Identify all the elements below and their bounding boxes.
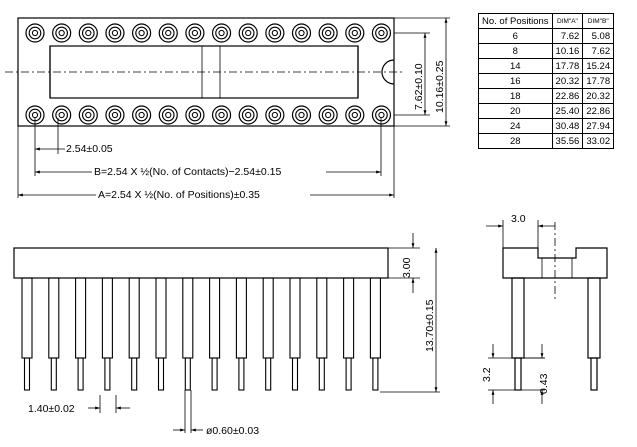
front-pin	[289, 277, 301, 391]
pin-contact	[345, 105, 365, 125]
front-pin	[343, 277, 355, 391]
side-pin-label: 3.2	[481, 367, 493, 382]
front-pin	[209, 277, 221, 391]
dim-b-cell: 17.78	[582, 73, 615, 89]
side-top-label: 3.0	[511, 213, 526, 225]
pin-contact	[158, 105, 178, 125]
pin-contact	[185, 105, 205, 125]
dim-a-cell: 20.32	[551, 73, 584, 89]
dim-a-cell: 30.48	[551, 118, 584, 134]
positions-cell: 28	[478, 133, 553, 149]
pin-contact	[132, 105, 152, 125]
positions-cell: 6	[478, 28, 553, 44]
front-pins	[21, 277, 381, 391]
side-tip-label: 0.43	[538, 373, 550, 394]
front-pin	[48, 277, 60, 391]
dim-a-cell: 25.40	[551, 103, 584, 119]
front-pin	[262, 277, 274, 391]
pin-contact	[105, 23, 125, 43]
front-pin	[235, 277, 247, 391]
dim-b-cell: 33.02	[582, 133, 615, 149]
body-height-label: 3.00	[401, 257, 413, 278]
pin-contact	[158, 23, 178, 43]
header-dim-a: DIM"A"	[551, 13, 584, 29]
positions-cell: 14	[478, 58, 553, 74]
dim-b-cell: 7.62	[582, 43, 615, 59]
dim-a-cell: 7.62	[551, 28, 584, 44]
front-pin	[182, 277, 194, 391]
pin-contact	[318, 23, 338, 43]
front-pin	[128, 277, 140, 391]
dim-b-label: B=2.54 X ½(No. of Contacts)−2.54±0.15	[94, 166, 281, 178]
pin-contact	[291, 23, 312, 43]
positions-cell: 24	[478, 118, 553, 134]
front-view: 3.00 13.70±0.15 1.40±0.02 ø0.60±0.03	[13, 233, 440, 437]
header-positions: No. of Positions	[478, 13, 553, 29]
front-pin	[155, 277, 167, 391]
front-pin	[316, 277, 328, 391]
front-pin	[369, 277, 381, 391]
pin-contact	[185, 23, 205, 43]
pin-contact	[78, 105, 98, 125]
pin-contact	[52, 23, 72, 43]
positions-cell: 16	[478, 73, 553, 89]
dim-a-cell: 22.86	[551, 88, 584, 104]
pin-contact	[345, 23, 365, 43]
pin-contact	[371, 105, 392, 125]
header-dim-b: DIM"B"	[582, 13, 615, 29]
pin-contact	[132, 23, 152, 43]
pin-contact	[318, 105, 338, 125]
pin-width-label: 1.40±0.02	[28, 403, 75, 415]
positions-cell: 20	[478, 103, 553, 119]
pitch-label: 2.54±0.05	[66, 143, 113, 155]
dim-b-cell: 20.32	[582, 88, 615, 104]
front-pin	[21, 277, 33, 391]
bottom-pin-row	[25, 105, 392, 125]
row-spacing-label: 7.62±0.10	[413, 63, 425, 110]
body-width-label: 10.16±0.25	[434, 60, 446, 113]
dim-a-cell: 35.56	[551, 133, 584, 149]
dim-a-cell: 17.78	[551, 58, 584, 74]
pin-contact	[291, 105, 312, 125]
pin-contact	[211, 105, 232, 125]
pin-contact	[238, 105, 258, 125]
pin-contact	[105, 105, 125, 125]
dim-b-cell: 5.08	[582, 28, 615, 44]
top-pin-row	[25, 23, 392, 43]
front-pin	[75, 277, 87, 391]
pin-contact	[265, 23, 285, 43]
dim-b-cell: 15.24	[582, 58, 615, 74]
pin-contact	[25, 23, 45, 43]
positions-cell: 8	[478, 43, 553, 59]
pin-contact	[78, 23, 98, 43]
dim-b-cell: 27.94	[582, 118, 615, 134]
pin-diameter-label: ø0.60±0.03	[206, 425, 259, 437]
dim-b-cell: 22.86	[582, 103, 615, 119]
top-view: 7.62±0.10 10.16±0.25 2.54±0.05 B=2.54 X …	[5, 17, 450, 201]
pin-contact	[211, 23, 232, 43]
positions-cell: 18	[478, 88, 553, 104]
pin-contact	[238, 23, 258, 43]
dim-a-label: A=2.54 X ½(No. of Positions)±0.35	[98, 189, 260, 201]
pin-contact	[52, 105, 72, 125]
pin-contact	[371, 23, 392, 43]
dim-a-cell: 10.16	[551, 43, 584, 59]
front-pin	[101, 277, 113, 391]
pin-contact	[265, 105, 285, 125]
total-height-label: 13.70±0.15	[424, 299, 436, 352]
side-view: 3.0 3.2 0.43	[481, 213, 608, 404]
